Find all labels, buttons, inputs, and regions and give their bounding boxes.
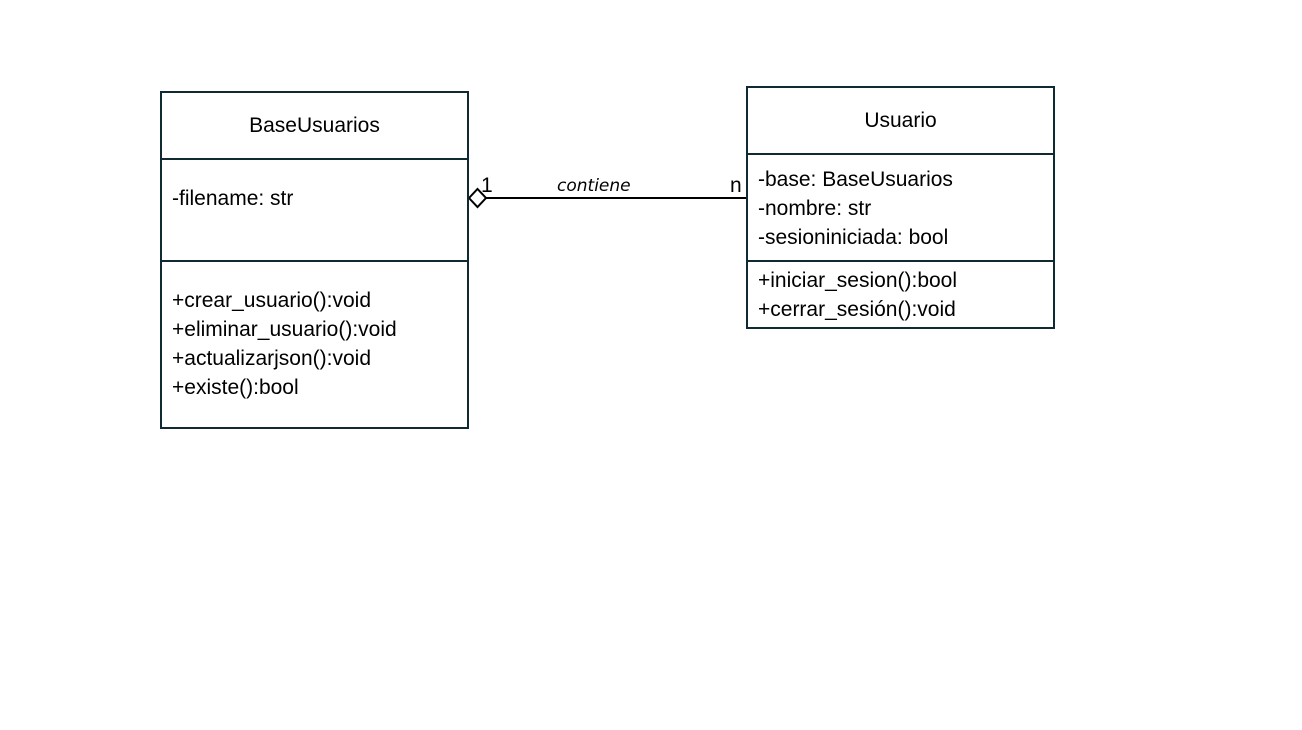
- method: +cerrar_sesión():void: [758, 298, 956, 321]
- method: +iniciar_sesion():bool: [758, 269, 958, 292]
- method: +crear_usuario():void: [172, 289, 372, 312]
- aggregation-diamond: [467, 187, 488, 209]
- class-name: BaseUsuarios: [162, 93, 467, 160]
- source-multiplicity: 1: [481, 174, 493, 197]
- methods-section: +crear_usuario():void +eliminar_usuario(…: [162, 262, 467, 412]
- method: +eliminar_usuario():void: [172, 318, 397, 341]
- methods-section: +iniciar_sesion():bool +cerrar_sesión():…: [748, 262, 1053, 334]
- association-label: contiene: [557, 176, 631, 196]
- class-name: Usuario: [748, 88, 1053, 155]
- attribute: -filename: str: [172, 187, 294, 210]
- attribute: -base: BaseUsuarios: [758, 168, 953, 191]
- attribute: -sesioniniciada: bool: [758, 226, 949, 249]
- attributes-section: -filename: str: [162, 160, 467, 262]
- class-usuario[interactable]: Usuario -base: BaseUsuarios -nombre: str…: [746, 86, 1055, 329]
- attributes-section: -base: BaseUsuarios -nombre: str -sesion…: [748, 155, 1053, 262]
- method: +actualizarjson():void: [172, 347, 372, 370]
- method: +existe():bool: [172, 376, 299, 399]
- target-multiplicity: n: [730, 174, 742, 197]
- attribute: -nombre: str: [758, 197, 872, 220]
- class-baseusuarios[interactable]: BaseUsuarios -filename: str +crear_usuar…: [160, 91, 469, 429]
